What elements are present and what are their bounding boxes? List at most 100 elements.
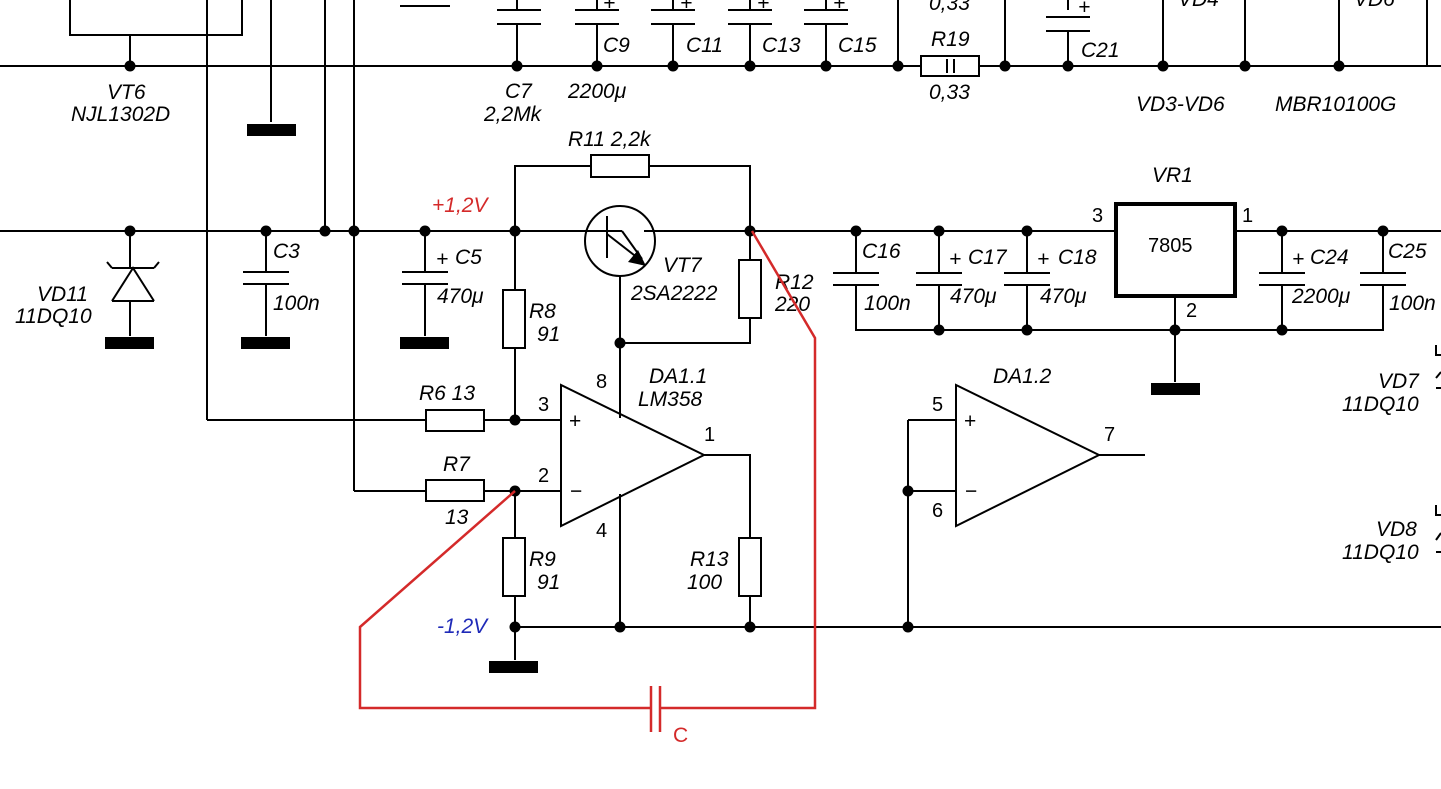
label-c9-value: 2200μ: [567, 80, 627, 103]
label-vd8-part: 11DQ10: [1342, 541, 1419, 564]
label-vd8: VD8: [1376, 518, 1417, 541]
resistor-r11: [590, 154, 650, 178]
resistor-r6: [425, 409, 485, 432]
plus-sign: +: [603, 0, 615, 15]
label-da1-2: DA1.2: [993, 365, 1052, 388]
label-c3-value: 100n: [273, 292, 320, 315]
ground-symbol: [247, 124, 296, 136]
label-r13-value: 100: [687, 571, 722, 594]
label-mbr10100g: MBR10100G: [1275, 93, 1396, 116]
label-pin-1: 1: [704, 424, 715, 446]
opamp-da1-1: [560, 383, 707, 528]
plus-sign: +: [964, 410, 976, 433]
label-r7: R7: [443, 453, 471, 476]
label-c24-value: 2200μ: [1291, 285, 1351, 308]
plus-sign: +: [436, 248, 448, 271]
label-vt7: VT7: [663, 254, 703, 277]
label-pin-7: 7: [1104, 424, 1115, 446]
label-vr1-pin2: 2: [1186, 300, 1197, 322]
label-c16-value: 100n: [864, 292, 911, 315]
label-r6: R6 13: [419, 382, 475, 405]
label-c24: C24: [1310, 246, 1349, 269]
label-c15: C15: [838, 34, 877, 57]
label-vd11-part: 11DQ10: [15, 305, 92, 328]
label-vd7-part: 11DQ10: [1342, 393, 1419, 416]
label-r11: R11 2,2k: [568, 128, 652, 151]
label-c25: C25: [1388, 240, 1427, 263]
label-c13: C13: [762, 34, 801, 57]
plus-sign: +: [949, 248, 961, 271]
resistor-r12: [738, 259, 762, 319]
label-c7-value: 2,2Mk: [483, 103, 543, 126]
label-r9: R9: [529, 548, 556, 571]
minus-sign: −: [965, 480, 977, 503]
label-vd4: VD4: [1178, 0, 1219, 11]
added-capacitor-c: C: [358, 230, 817, 747]
label-vt7-part: 2SA2222: [630, 282, 718, 305]
label-da1-1: DA1.1: [649, 365, 707, 388]
label-vr1-part: 7805: [1148, 235, 1193, 257]
label-pin-2: 2: [538, 465, 549, 487]
resistor-r13: [738, 537, 762, 597]
label-vd3-vd6: VD3-VD6: [1136, 93, 1225, 116]
label-r8: R8: [529, 300, 556, 323]
label-c11: C11: [686, 34, 723, 57]
label-r12-value: 220: [774, 293, 810, 316]
label-c17-value: 470μ: [950, 285, 997, 308]
label-c3: C3: [273, 240, 300, 263]
label-c18-value: 470μ: [1040, 285, 1087, 308]
label-vt6-part: NJL1302D: [71, 103, 170, 126]
label-plus-1-2v: +1,2V: [432, 194, 489, 217]
regulator-vr1: [1114, 202, 1237, 298]
label-c5: C5: [455, 246, 482, 269]
plus-sign: +: [1292, 248, 1304, 271]
label-vr1-pin3: 3: [1092, 205, 1103, 227]
label-r19-value: 0,33: [929, 81, 970, 104]
label-r19: R19: [931, 28, 970, 51]
label-minus-1-2v: -1,2V: [437, 615, 489, 638]
label-vd7: VD7: [1378, 370, 1420, 393]
label-c18: C18: [1058, 246, 1097, 269]
top-section: + + + + + C9 C11 C13 C15 0,33 R19 0,33 C…: [0, 0, 1441, 491]
label-r-top-value: 0,33: [929, 0, 970, 15]
label-vd11: VD11: [37, 283, 88, 306]
resistor-r7: [425, 479, 485, 502]
label-r12: R12: [775, 271, 814, 294]
opamp-da1-2: [955, 383, 1102, 528]
plus-sign: +: [1078, 0, 1090, 19]
label-pin-8: 8: [596, 371, 607, 393]
label-c17: C17: [968, 246, 1008, 269]
label-vr1-pin1: 1: [1242, 205, 1253, 227]
label-da1-1-part: LM358: [638, 388, 703, 411]
label-r13: R13: [690, 548, 729, 571]
plus-sign: +: [680, 0, 692, 15]
label-pin-6: 6: [932, 500, 943, 522]
plus-sign: +: [757, 0, 769, 15]
label-r9-value: 91: [537, 571, 560, 594]
label-c9: C9: [603, 34, 630, 57]
ground-symbol: [1151, 383, 1200, 395]
resistor-r8: [502, 289, 526, 349]
label-c5-value: 470μ: [437, 285, 484, 308]
label-c16: C16: [862, 240, 901, 263]
label-vd6: VD6: [1354, 0, 1395, 11]
ground-symbol: [105, 337, 154, 349]
opamp-da1-1-section: R8 91 R6 13 R7 13 + − DA1.1 LM358 8 3 2 …: [207, 231, 1441, 673]
label-c21: C21: [1081, 39, 1120, 62]
opamp-da1-2-section: + − DA1.2 5 6 7 VD7 11DQ10 VD8 11DQ10: [902, 345, 1441, 627]
label-r8-value: 91: [537, 323, 560, 346]
resistor-r19: [920, 55, 980, 77]
label-vt6: VT6: [107, 81, 146, 104]
resistor-r9: [502, 537, 526, 597]
plus-sign: +: [569, 410, 581, 433]
positive-rail: R11 2,2k +1,2V VD11 11DQ10 C3 100n + C5 …: [0, 128, 1441, 395]
plus-sign: +: [1037, 248, 1049, 271]
label-c25-value: 100n: [1389, 292, 1436, 315]
plus-sign: +: [833, 0, 845, 15]
label-c7: C7: [505, 80, 533, 103]
label-added-c: C: [673, 724, 688, 747]
minus-sign: −: [570, 480, 582, 503]
label-pin-4: 4: [596, 520, 607, 542]
ground-symbol: [241, 337, 290, 349]
